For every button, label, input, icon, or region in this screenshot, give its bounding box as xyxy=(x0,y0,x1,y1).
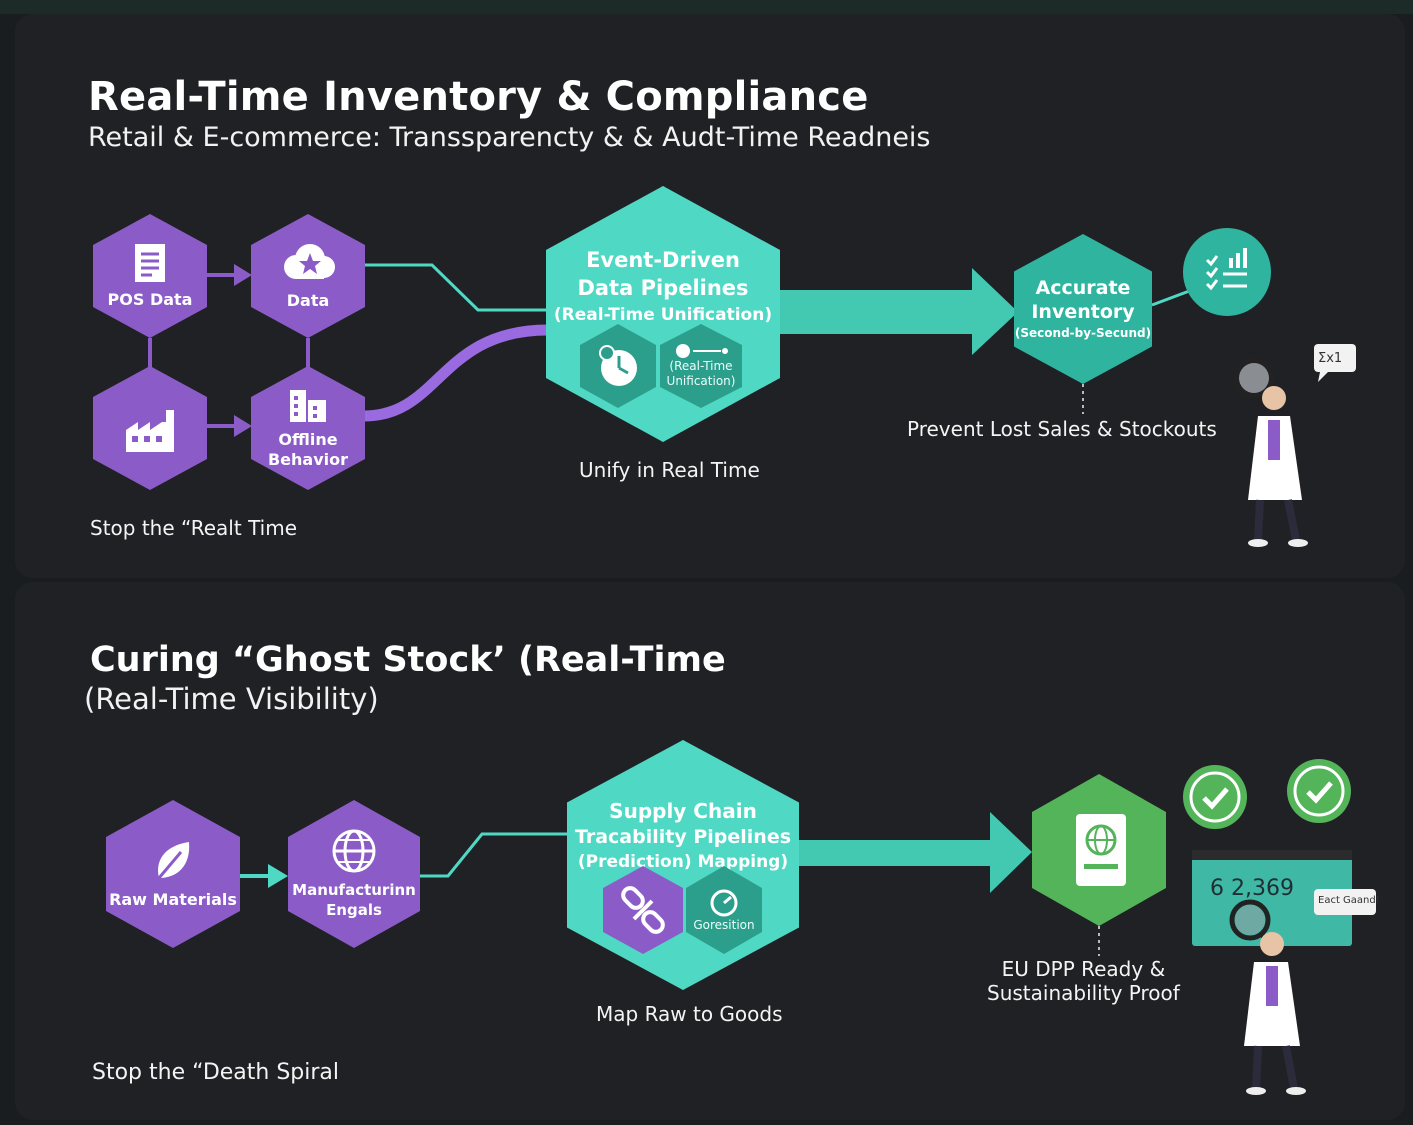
chain-link-icon xyxy=(621,886,665,934)
data-label: Data xyxy=(286,291,330,310)
hub-1-title-line-3: (Real-Time Unification) xyxy=(553,305,773,325)
verified-badge-2-icon xyxy=(1287,759,1351,823)
checklist-chart-icon xyxy=(1205,248,1247,291)
supply-chain-pipelines-hub[interactable]: Supply Chain Tracability Pipelines (Pred… xyxy=(567,740,799,990)
hub-1-caption: Unify in Real Time xyxy=(579,458,760,482)
factory-icon xyxy=(126,410,174,452)
unification-chip: (Real-Time Unification) xyxy=(660,324,742,408)
leaf-icon xyxy=(157,842,190,879)
building-icon xyxy=(290,390,326,422)
section-2-subtitle: (Real-Time Visibility) xyxy=(84,682,379,716)
section-1-subtitle: Retail & E-commerce: Transsparencty & & … xyxy=(88,122,931,153)
output-1-caption: Prevent Lost Sales & Stockouts xyxy=(907,417,1217,441)
section-2-title: Curing “Ghost Stock’ (Real-Time xyxy=(90,640,726,680)
inspector-figure-1 xyxy=(1233,344,1356,547)
offline-behavior-label: Offline Behavior xyxy=(267,430,349,469)
top-strip xyxy=(0,0,1413,14)
accurate-inventory-line-2: Inventory xyxy=(1031,301,1135,323)
raw-materials-node[interactable]: Raw Materials xyxy=(106,800,240,948)
section-2-bottom-caption: Stop the “Death Spiral xyxy=(92,1060,340,1085)
link-chip xyxy=(603,866,683,954)
hub-2-title-line-1: Supply Chain xyxy=(609,799,757,823)
speech-bubble-2: Eact Gaand! xyxy=(1314,889,1380,915)
clock-chip xyxy=(580,324,656,408)
eu-dpp-passport-node[interactable] xyxy=(1032,774,1166,926)
pos-data-label: POS Data xyxy=(107,290,193,309)
receipt-icon xyxy=(135,244,165,282)
cloud-icon xyxy=(284,244,335,279)
manufacturing-node[interactable]: Manufacturinn Engals xyxy=(288,800,420,948)
goresition-chip-label: Goresition xyxy=(693,918,755,932)
unification-chip-label: (Real-Time Unification) xyxy=(666,359,736,388)
section-1-bottom-caption: Stop the “Realt Time xyxy=(90,516,298,540)
hub-1-title-line-2: Data Pipelines xyxy=(577,276,749,300)
hub-2-caption: Map Raw to Goods xyxy=(596,1002,783,1026)
hub-1-title-line-1: Event-Driven xyxy=(586,248,740,272)
accurate-inventory-node[interactable]: Accurate Inventory (Second-by-Secund) xyxy=(1014,234,1152,384)
speech-bubble-1-text: Σx1 xyxy=(1318,351,1343,366)
goresition-chip: Goresition xyxy=(686,866,762,954)
globe-icon xyxy=(332,829,376,873)
accurate-inventory-line-3: (Second-by-Secund) xyxy=(1014,326,1152,340)
raw-materials-label: Raw Materials xyxy=(109,890,237,909)
accurate-inventory-line-1: Accurate xyxy=(1035,277,1131,299)
data-flow-icon xyxy=(676,344,728,358)
inspector-figure-2 xyxy=(1229,899,1306,1095)
output-2-caption: EU DPP Ready & Sustainability Proof xyxy=(987,957,1180,1005)
verified-badge-1-icon xyxy=(1183,765,1247,829)
hub-2-title-line-3: (Prediction) Mapping) xyxy=(577,852,789,872)
clock-icon xyxy=(599,345,637,386)
manufacturing-label: Manufacturinn Engals xyxy=(292,881,416,919)
passport-icon xyxy=(1076,814,1126,886)
speech-bubble-2-text: Eact Gaand! xyxy=(1318,895,1380,906)
hub-2-title-line-2: Tracability Pipelines xyxy=(574,826,792,848)
dashboard-value: 6 2,369 xyxy=(1210,876,1294,901)
gauge-icon xyxy=(710,889,738,917)
checklist-badge xyxy=(1183,228,1271,316)
section-1-title: Real-Time Inventory & Compliance xyxy=(88,74,869,120)
